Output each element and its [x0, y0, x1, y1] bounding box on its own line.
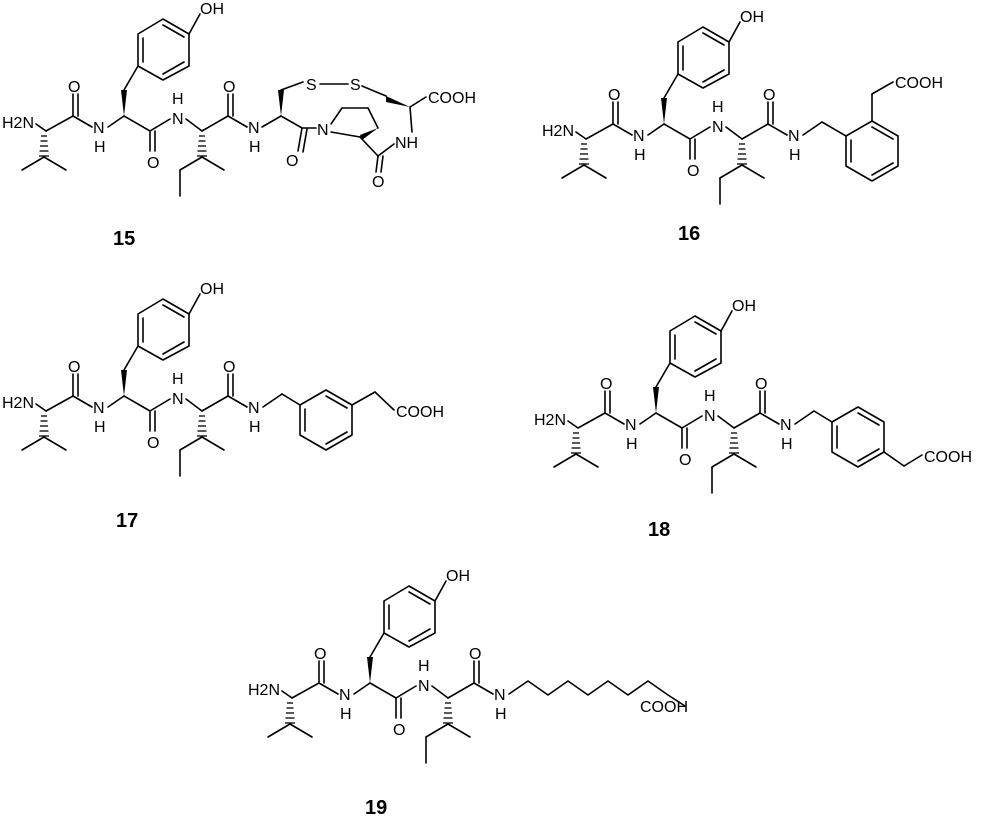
- atom-label: O: [755, 376, 767, 393]
- atom-label: N: [712, 119, 724, 136]
- atom-label: H: [340, 706, 352, 723]
- atom-label: N: [704, 408, 716, 425]
- atom-label: O: [372, 174, 384, 191]
- atom-label: H: [712, 99, 724, 116]
- atom-label: N: [494, 687, 506, 704]
- atom-label: H2N: [248, 682, 280, 699]
- atom-label: H2N: [534, 412, 566, 429]
- atom-label: N: [625, 417, 637, 434]
- atom-label: N: [788, 128, 800, 145]
- atom-label: OH: [732, 298, 756, 315]
- atom-label: H: [495, 706, 507, 723]
- atom-label: H: [94, 419, 106, 436]
- atom-label: OH: [200, 281, 224, 298]
- atom-label: H: [172, 91, 184, 108]
- atom-label: O: [223, 79, 235, 96]
- atom-label: O: [223, 359, 235, 376]
- atom-label: H: [249, 419, 261, 436]
- atom-label: H: [634, 147, 646, 164]
- atom-label: N: [248, 400, 260, 417]
- atom-label: N: [172, 391, 184, 408]
- atom-label: COOH: [924, 449, 972, 466]
- atom-label: OH: [446, 568, 470, 585]
- compound-19: H2N O N H O H N O N H OH COOH 19: [248, 568, 688, 818]
- atom-label: H2N: [542, 123, 574, 140]
- atom-label: O: [286, 153, 298, 170]
- atom-label: S: [306, 77, 317, 94]
- atom-label: H: [172, 371, 184, 388]
- atom-label: H: [789, 147, 801, 164]
- atom-label: O: [147, 155, 159, 172]
- atom-label: O: [679, 452, 691, 469]
- atom-label: NH: [395, 135, 418, 152]
- atom-label: S: [350, 77, 361, 94]
- atom-label: N: [339, 687, 351, 704]
- atom-label: N: [418, 678, 430, 695]
- atom-label: H: [249, 139, 261, 156]
- compound-17: H2N O N H O H N O N H OH COOH 17: [2, 281, 444, 532]
- compound-18: H2N O N H O H N O N H OH COOH 18: [534, 298, 972, 541]
- atom-label: OH: [740, 9, 764, 26]
- atom-label: N: [93, 400, 105, 417]
- atom-label: O: [68, 359, 80, 376]
- atom-label: H2N: [2, 115, 34, 132]
- atom-label: O: [608, 87, 620, 104]
- atom-label: O: [68, 79, 80, 96]
- atom-label: O: [314, 646, 326, 663]
- atom-label: H: [781, 436, 793, 453]
- atom-label: O: [763, 87, 775, 104]
- atom-label: O: [147, 435, 159, 452]
- atom-label: N: [780, 417, 792, 434]
- atom-label: COOH: [640, 699, 688, 716]
- atom-label: N: [172, 111, 184, 128]
- atom-label: O: [393, 722, 405, 739]
- compound-label: 17: [116, 510, 138, 532]
- atom-label: N: [93, 120, 105, 137]
- atom-label: N: [317, 122, 329, 139]
- atom-label: H: [418, 658, 430, 675]
- atom-label: O: [469, 646, 481, 663]
- atom-label: N: [248, 120, 260, 137]
- atom-label: O: [687, 163, 699, 180]
- atom-label: O: [600, 376, 612, 393]
- compound-label: 16: [678, 223, 700, 245]
- atom-label: H: [626, 436, 638, 453]
- atom-label: COOH: [396, 404, 444, 421]
- atom-label: H: [704, 388, 716, 405]
- atom-label: COOH: [895, 75, 943, 92]
- compound-16: H2N O N H O H N O N H OH COOH 16: [542, 9, 943, 245]
- atom-label: H: [94, 139, 106, 156]
- atom-label: N: [633, 128, 645, 145]
- compound-label: 19: [365, 797, 387, 818]
- atom-label: COOH: [428, 90, 476, 107]
- atom-label: H2N: [2, 395, 34, 412]
- compound-15: H2N O N H O H N O N H OH S S O N O N: [2, 1, 476, 250]
- compound-label: 18: [648, 519, 670, 541]
- atom-label: OH: [200, 1, 224, 18]
- compound-label: 15: [113, 228, 135, 250]
